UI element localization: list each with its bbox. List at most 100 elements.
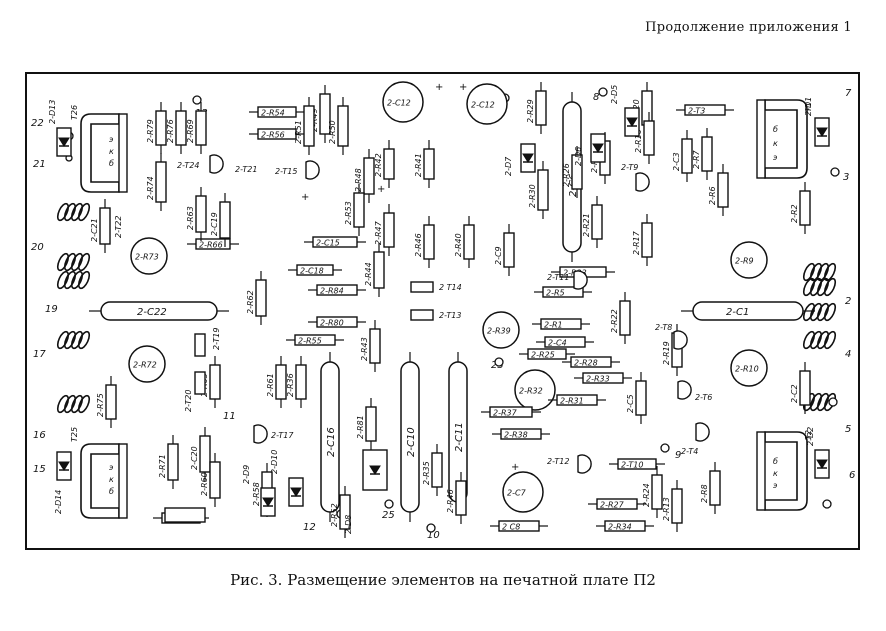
resistor-label: 2-R22 (610, 309, 619, 333)
transistor-label: 2-T21 (235, 165, 257, 174)
coil-turn (802, 330, 816, 350)
coil-turn (77, 270, 91, 290)
resistor-body (383, 148, 395, 180)
resistor-label: 2-R61 (266, 373, 275, 397)
resistor-label: 2-R50 (328, 120, 337, 144)
resistor-label: 2-R28 (574, 359, 598, 368)
transistor-body (164, 507, 206, 523)
diode-symbol (522, 153, 534, 163)
resistor-body (294, 334, 336, 346)
resistor-label: 2-R37 (493, 409, 518, 418)
resistor-label: 2-C15 (316, 239, 340, 248)
transistor-label: 2-T4 (681, 447, 698, 456)
coil-turn (56, 202, 70, 222)
resistor-body (681, 138, 693, 174)
transistor-label: T1 (804, 102, 813, 112)
transistor-body (695, 422, 710, 442)
resistor-body (571, 154, 583, 190)
transistor-body (577, 454, 592, 474)
diode-symbol (369, 465, 381, 475)
coil-turn (802, 302, 816, 322)
capacitor-label: 2-C22 (137, 307, 167, 318)
resistor-label: 2-R66 (199, 241, 223, 250)
transistor-frame (764, 99, 808, 179)
resistor-label: 2-R74 (146, 176, 155, 200)
resistor-body (99, 207, 111, 245)
transistor-label: 2-T8 (655, 323, 672, 332)
resistor-body (316, 316, 358, 328)
resistor-body (503, 232, 515, 268)
resistor-body (312, 236, 358, 248)
diode-label: 2-D7 (504, 156, 513, 176)
page-header: Продолжение приложения 1 (645, 20, 852, 35)
coil-turn (63, 394, 77, 414)
resistor-label: 2-R75 (96, 393, 105, 417)
pad-number: 8 (593, 92, 599, 103)
transistor-label: 2-T20 (184, 390, 193, 412)
round-component-label: 2-R39 (487, 327, 511, 336)
resistor-label: 2-R69 (186, 119, 195, 143)
diode-symbol (592, 143, 604, 153)
polarity-mark: + (511, 462, 519, 473)
round-component-label: 2-R72 (133, 361, 157, 370)
solder-pad (822, 499, 832, 509)
transistor-body (677, 380, 692, 400)
diode-label: 2-D14 (54, 490, 63, 514)
pad-number: 15 (33, 464, 46, 475)
pin-label: э (109, 463, 113, 472)
resistor-label: 2-R60 (200, 472, 209, 496)
transistor-tab (118, 113, 128, 193)
diode-symbol (58, 461, 70, 471)
resistor-body (369, 328, 381, 364)
resistor-body (303, 105, 315, 147)
resistor-label: 2-C20 (190, 446, 199, 470)
round-component-label: 2-R73 (135, 253, 159, 262)
polarity-mark: + (459, 82, 467, 93)
resistor-body (596, 498, 638, 510)
round-component-body (128, 345, 166, 383)
transistor-label: T25 (70, 427, 79, 442)
resistor-label: 2-R53 (344, 201, 353, 225)
resistor-body (540, 318, 582, 330)
resistor-body (500, 428, 542, 440)
diode-symbol (262, 497, 274, 507)
round-component-label: 2-R10 (735, 365, 759, 374)
coil-turn (70, 202, 84, 222)
diode-label: 2-D9 (242, 465, 251, 484)
resistor-label: 2-R63 (186, 206, 195, 230)
resistor-label: 2-R1 (544, 321, 563, 330)
transistor-body (194, 371, 206, 395)
coil-turn (77, 330, 91, 350)
pin-label: к (773, 139, 778, 148)
resistor-body (527, 348, 567, 360)
resistor-label: 2-C3 (672, 152, 681, 171)
pad-number: 5 (845, 424, 851, 435)
resistor-body (155, 110, 167, 146)
resistor-body (383, 212, 395, 248)
resistor-label: 2-R62 (246, 290, 255, 314)
resistor-label: 2-R6 (708, 186, 717, 205)
pad-number: 3 (843, 172, 849, 183)
resistor-body (373, 251, 385, 289)
resistor-body (195, 110, 207, 146)
pin-label: э (109, 135, 113, 144)
diode-label: 2-D8 (344, 515, 353, 534)
transistor-body (410, 281, 434, 293)
solder-pad (426, 523, 436, 533)
resistor-label: 2-C9 (494, 246, 503, 265)
resistor-label: 2-R27 (600, 501, 625, 510)
pad-number: 25 (382, 510, 395, 521)
resistor-body (641, 90, 653, 126)
round-component-body (730, 349, 768, 387)
transistor-label: 2-T24 (177, 161, 199, 170)
polarity-mark: + (435, 82, 443, 93)
coil-turn (816, 392, 830, 412)
coil-turn (809, 302, 823, 322)
resistor-label: 2-R42 (374, 153, 383, 177)
pcb-board: 22212019181716151211109876543213232425эк… (25, 72, 860, 550)
diode-symbol (58, 137, 70, 147)
resistor-label: 2-R24 (642, 483, 651, 507)
pad-number: 2 (845, 296, 851, 307)
coil-turn (70, 330, 84, 350)
resistor-body (353, 192, 365, 228)
